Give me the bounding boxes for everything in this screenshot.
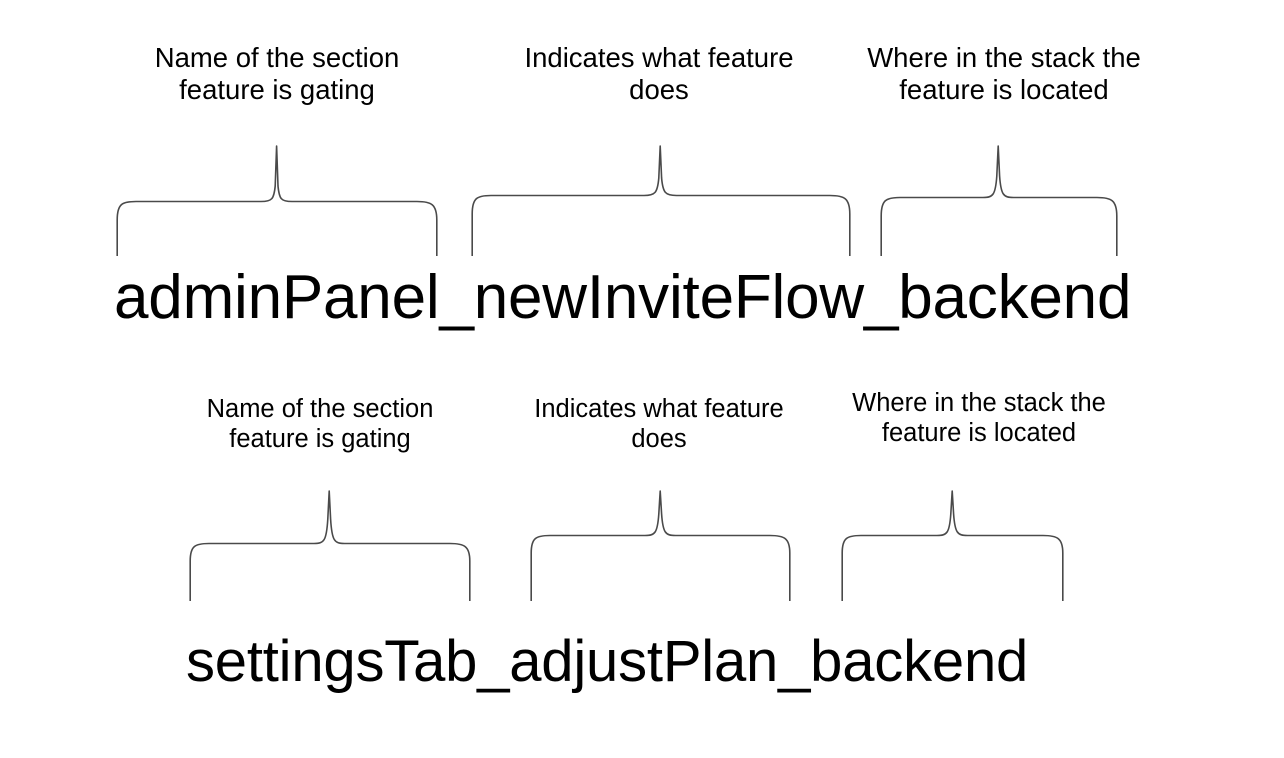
brace-section-1 (116, 144, 438, 256)
brace-behavior-1 (471, 144, 851, 256)
caption-section-1: Name of the section feature is gating (154, 42, 400, 106)
feature-flag-name-1: adminPanel_newInviteFlow_backend (114, 263, 1132, 332)
brace-section-2 (189, 489, 471, 601)
caption-layer-1: Where in the stack the feature is locate… (867, 42, 1141, 106)
brace-behavior-2 (530, 489, 791, 601)
caption-layer-2: Where in the stack the feature is locate… (852, 389, 1106, 448)
caption-behavior-1: Indicates what feature does (524, 42, 794, 106)
feature-flag-name-2: settingsTab_adjustPlan_backend (186, 629, 1029, 694)
brace-layer-2 (841, 489, 1064, 601)
caption-behavior-2: Indicates what feature does (534, 395, 784, 454)
brace-layer-1 (880, 144, 1118, 256)
caption-section-2: Name of the section feature is gating (206, 395, 434, 454)
